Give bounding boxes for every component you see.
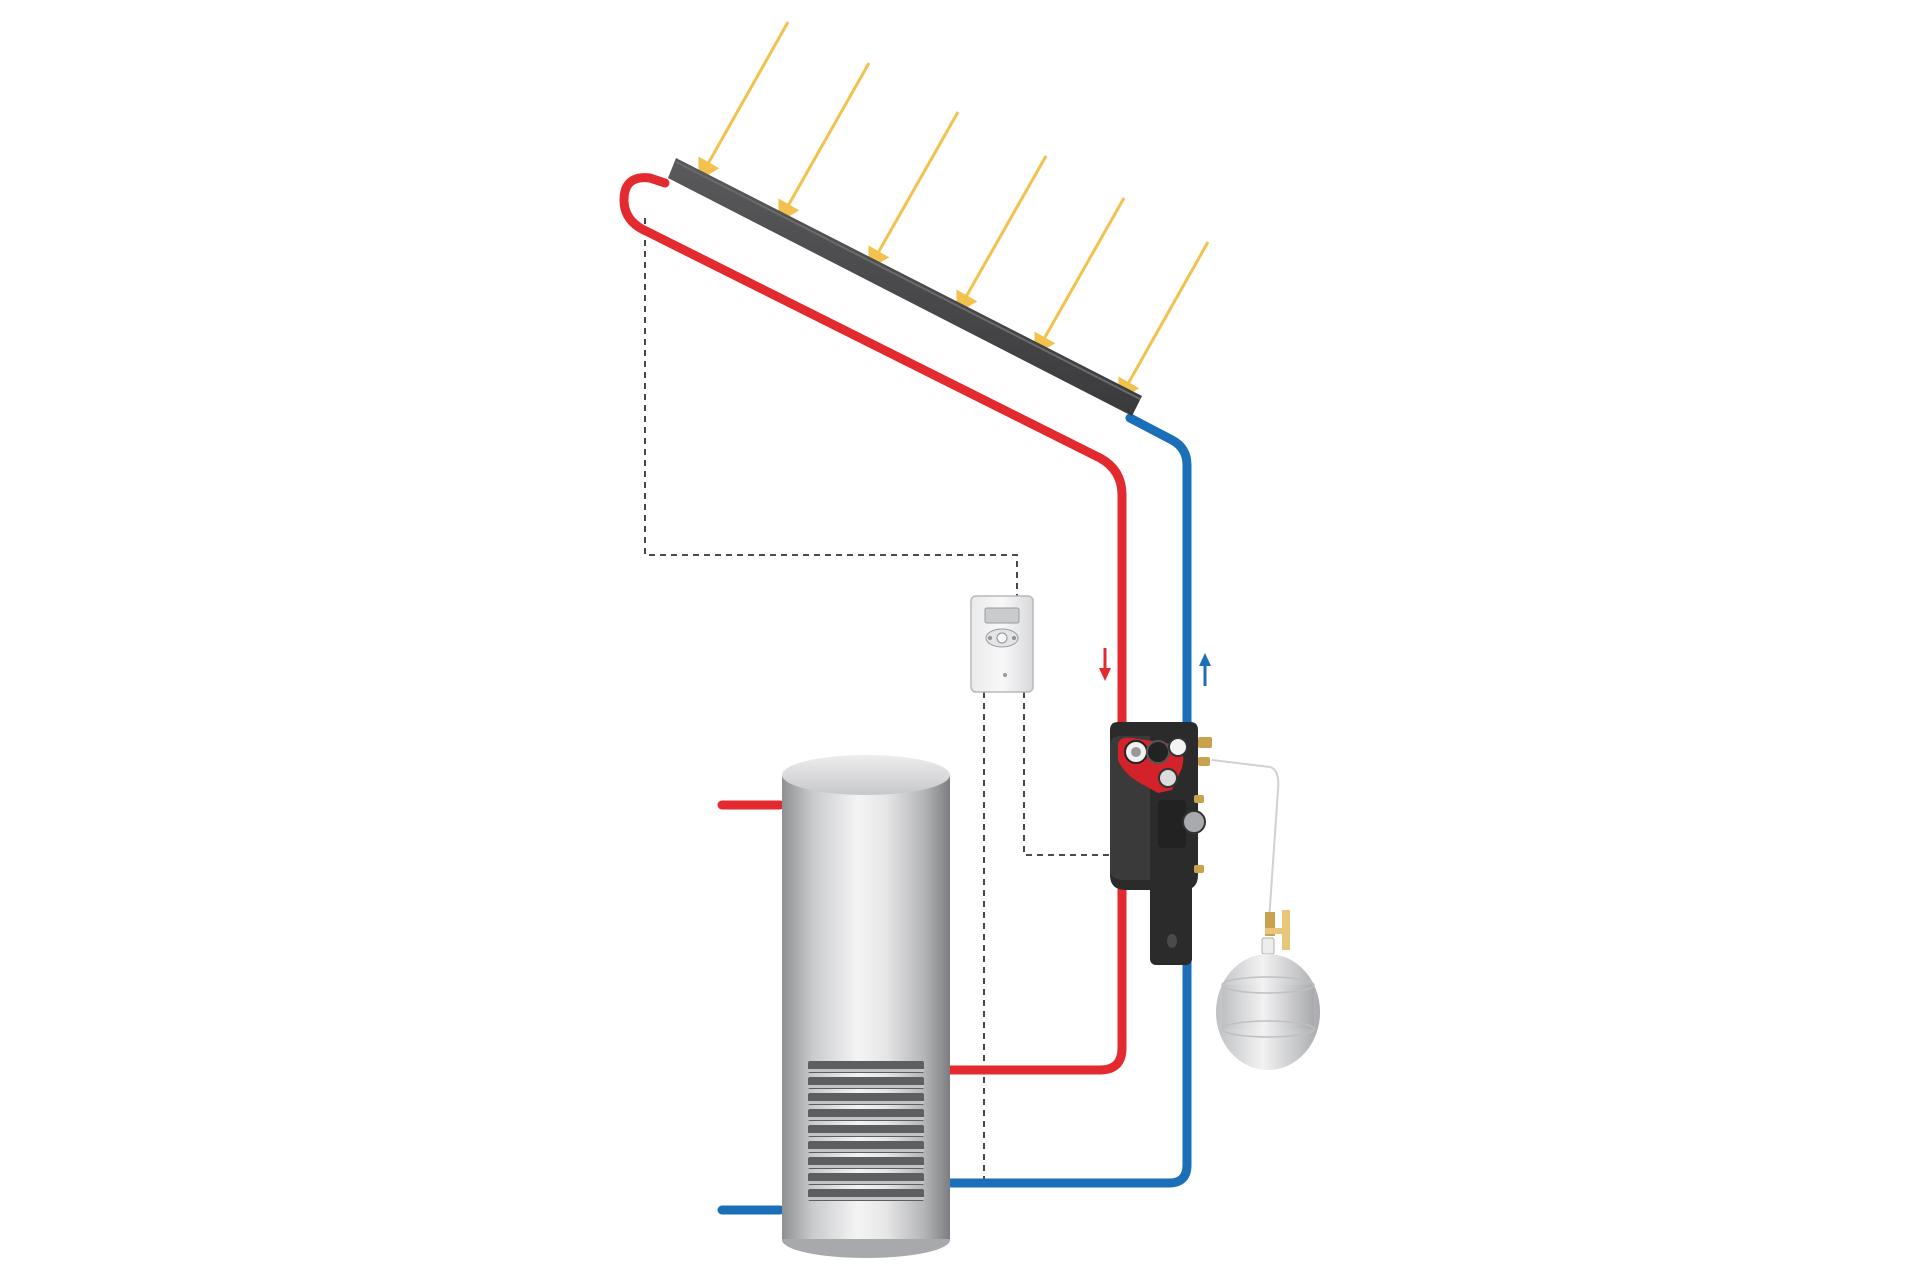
solar-collector-icon <box>668 158 1142 416</box>
expansion-vessel-icon <box>1211 757 1320 1070</box>
sun-ray-arrow-icon <box>1034 197 1126 356</box>
control-wiring <box>644 218 1112 1182</box>
sun-ray-arrow-icon <box>778 62 871 223</box>
sun-ray-arrow-icon <box>1118 241 1210 401</box>
sun-rays <box>698 21 1210 401</box>
sun-ray-arrow-icon <box>956 155 1048 314</box>
controller-button <box>996 632 1008 644</box>
tank-heat-exchanger-coil <box>808 1061 924 1201</box>
collector-sensor-wire <box>644 218 1018 602</box>
sun-ray-arrow-icon <box>698 21 790 181</box>
arrow-up-icon <box>1199 653 1211 686</box>
hot-water-tank-icon <box>782 755 950 1258</box>
pump-control-wire <box>1023 692 1112 856</box>
hot-flow-pipe <box>619 173 1127 1075</box>
sun-ray-arrow-icon <box>868 111 960 270</box>
solar-controller-icon <box>970 595 1034 693</box>
controller-display <box>984 607 1020 624</box>
arrow-down-icon <box>1099 648 1111 681</box>
pump-station-icon <box>1110 722 1212 965</box>
controller-led <box>1003 673 1007 677</box>
